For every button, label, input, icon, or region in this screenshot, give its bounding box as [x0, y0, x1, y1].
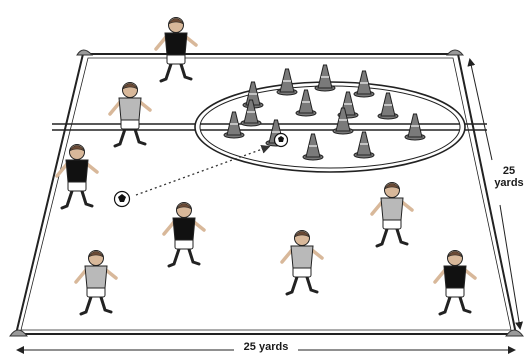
cone	[377, 92, 399, 120]
player-light-team	[280, 230, 324, 296]
corner-marker-bottom-left	[9, 329, 29, 337]
player-light-team	[108, 82, 152, 148]
player-light-team	[74, 250, 118, 316]
cone	[353, 131, 375, 159]
cone	[240, 99, 262, 127]
cone	[404, 113, 426, 141]
player-light-team	[370, 182, 414, 248]
cone	[223, 111, 245, 139]
cones-group	[223, 64, 426, 161]
cone	[314, 64, 336, 92]
cone	[332, 107, 354, 135]
depth-unit: yards	[494, 176, 524, 189]
player-dark-team	[433, 250, 477, 316]
player-dark-team	[55, 144, 99, 210]
cone	[276, 68, 298, 96]
depth-value: 25	[502, 165, 516, 177]
player-dark-team	[154, 17, 198, 83]
ball-left	[113, 190, 131, 208]
player-dark-team	[162, 202, 206, 268]
dimension-depth-arrow	[467, 58, 523, 330]
width-dimension-label: 25 yards	[236, 341, 296, 354]
cone	[302, 133, 324, 161]
corner-marker-top-left	[76, 49, 94, 56]
ball-center	[273, 132, 289, 148]
players-group	[55, 17, 477, 316]
corner-marker-top-right	[445, 49, 465, 56]
corner-marker-bottom-right	[505, 329, 525, 337]
pass-path	[135, 144, 271, 196]
corner-markers	[9, 49, 525, 337]
cone	[295, 89, 317, 117]
depth-dimension-label: 25 yards	[489, 165, 529, 189]
cone	[353, 70, 375, 98]
